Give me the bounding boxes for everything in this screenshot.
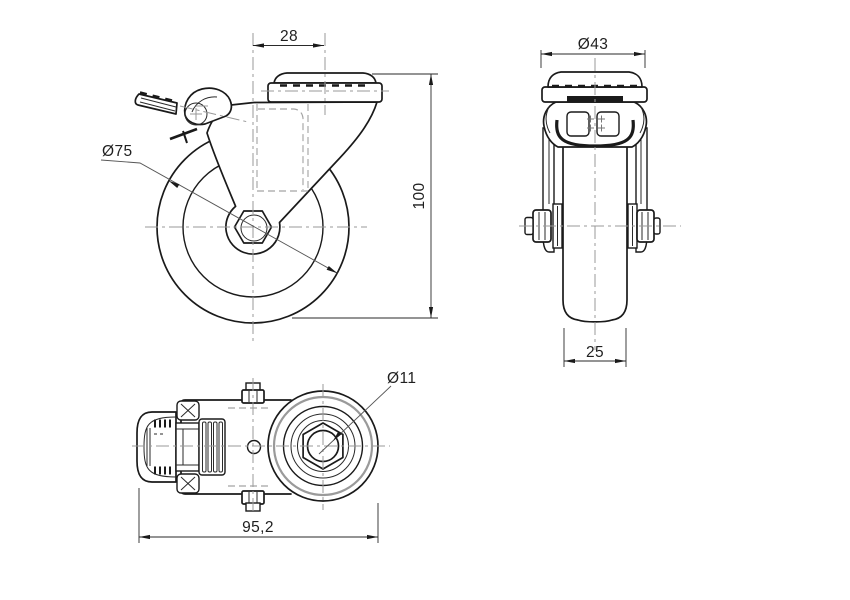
swivel-fork-side <box>206 101 378 255</box>
brake-strap <box>555 119 635 148</box>
front-centerlines <box>519 58 681 350</box>
brake-pedal-top <box>136 411 177 483</box>
side-centerlines <box>145 33 389 343</box>
front-view: Ø43 25 <box>519 36 681 367</box>
wheel-width-dim-label: 25 <box>586 344 604 361</box>
overall-length-dim-label: 95,2 <box>242 519 274 536</box>
swivel-offset-dim-label: 28 <box>280 28 298 45</box>
front-dimensions: Ø43 25 <box>540 36 646 367</box>
top-centerlines <box>132 378 390 514</box>
brake-lug-left <box>566 111 590 137</box>
hidden-kingpin-lines <box>256 104 309 192</box>
rivet-hole <box>246 439 262 455</box>
side-view: 28 Ø75 100 <box>100 28 438 343</box>
top-dimensions: Ø11 95,2 <box>138 370 416 543</box>
bolt-hole-diameter-dim-label: Ø11 <box>387 370 416 387</box>
wheel-diameter-dim-label: Ø75 <box>102 143 133 160</box>
swivel-cap-front <box>547 71 643 88</box>
plate-diameter-dim-label: Ø43 <box>578 36 609 53</box>
ribbed-block-top <box>198 418 226 476</box>
pedal-hinge-top <box>175 400 200 494</box>
side-dimensions: 28 Ø75 100 <box>100 28 438 319</box>
brake-lug-right <box>596 111 620 137</box>
top-view: Ø11 95,2 <box>132 370 416 543</box>
bearing-seal <box>567 96 623 102</box>
swivel-cap-side <box>273 72 377 84</box>
brake-lever <box>134 87 249 144</box>
overall-height-dim-label: 100 <box>411 182 428 209</box>
